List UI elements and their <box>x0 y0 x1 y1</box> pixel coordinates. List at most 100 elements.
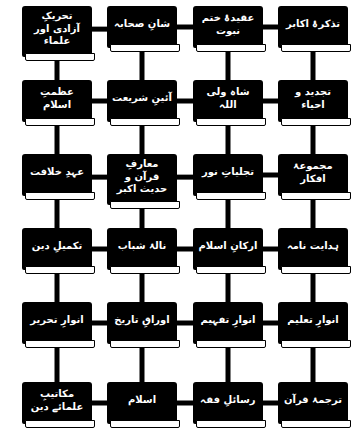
book-title: نالۂ شباب <box>118 240 166 253</box>
connector-bar <box>226 196 231 228</box>
book-pages <box>25 420 95 428</box>
connector-bar <box>226 122 231 154</box>
book-pages <box>281 340 351 348</box>
book-pages <box>281 266 351 274</box>
connector-bar <box>311 344 316 382</box>
connector-bar <box>311 122 316 154</box>
book-box: انوارِ تعلیم <box>278 302 348 344</box>
book-box: ترجمۂ قرآن <box>278 382 348 424</box>
connector-bar <box>311 48 316 80</box>
connector-bar <box>263 25 278 30</box>
connector-bar <box>226 344 231 382</box>
book-pages <box>281 118 351 126</box>
book-pages <box>196 44 266 52</box>
book-title: تکمیلِ دین <box>32 240 83 253</box>
book-pages <box>25 340 95 348</box>
connector-bar <box>263 321 278 326</box>
connector-bar <box>55 344 60 382</box>
book-box: رسائلِ فقہ <box>193 382 263 424</box>
connector-bar <box>177 401 193 406</box>
connector-bar <box>226 270 231 302</box>
connector-bar <box>92 27 107 32</box>
book-pages <box>196 118 266 126</box>
connector-bar <box>140 122 145 154</box>
book-title: انوارِ تفہیم <box>201 314 256 327</box>
book-title: مجموعۂ افکار <box>283 160 343 185</box>
book-title: مکاتیبِ علمائے دین <box>27 388 87 413</box>
connector-bar <box>263 247 278 252</box>
book-pages <box>25 192 95 200</box>
book-box: تحریکِ آزادی اور علماء <box>22 6 92 57</box>
book-box: مجموعۂ افکار <box>278 154 348 196</box>
connector-bar <box>140 344 145 382</box>
book-title: تجلیاتِ نور <box>202 166 254 179</box>
book-box: انوارِ تفہیم <box>193 302 263 344</box>
book-pages <box>110 44 180 52</box>
book-box: نالۂ شباب <box>107 228 177 270</box>
connector-bar <box>177 247 193 252</box>
book-pages <box>281 44 351 52</box>
book-box: تجدید و احیاء <box>278 80 348 122</box>
book-pages <box>110 420 180 428</box>
connector-bar <box>263 401 278 406</box>
book-pages <box>110 118 180 126</box>
book-title: اوراقِ تاریخ <box>114 314 169 327</box>
book-title: ہدایت نامہ <box>287 240 340 253</box>
connector-bar <box>140 270 145 302</box>
book-title: انوارِ تعلیم <box>287 314 339 327</box>
book-title: شانِ صحابہ <box>114 18 170 31</box>
connector-bar <box>92 321 107 326</box>
connector-bar <box>140 48 145 80</box>
book-box: شاہ ولی اللہ <box>193 80 263 122</box>
book-pages <box>25 53 95 61</box>
book-box: اوراقِ تاریخ <box>107 302 177 344</box>
book-box: انوارِ تحریر <box>22 302 92 344</box>
book-box: عظمتِ اسلام <box>22 80 92 122</box>
book-title: اسلام <box>128 394 156 407</box>
book-box: مکاتیبِ علمائے دین <box>22 382 92 424</box>
book-title: عقیدۂ ختم نبوت <box>198 12 258 37</box>
book-box: عقیدۂ ختم نبوت <box>193 6 263 48</box>
book-title: عہدِ خلافت <box>30 166 84 179</box>
connector-bar <box>55 270 60 302</box>
book-pages <box>196 266 266 274</box>
connector-bar <box>263 99 278 104</box>
connector-bar <box>55 196 60 228</box>
book-box: آئینِ شریعت <box>107 80 177 122</box>
connector-bar <box>226 48 231 80</box>
book-pages <box>110 266 180 274</box>
book-box: معارفِ قرآن و حدیث اکبر <box>107 154 177 205</box>
book-box: ہدایت نامہ <box>278 228 348 270</box>
book-pages <box>196 420 266 428</box>
connector-bar <box>177 99 193 104</box>
book-title: رسائلِ فقہ <box>200 394 255 407</box>
book-pages <box>25 266 95 274</box>
book-title: عظمتِ اسلام <box>27 86 87 111</box>
book-pages <box>196 340 266 348</box>
book-title: آئینِ شریعت <box>112 92 172 105</box>
book-title: تحریکِ آزادی اور علماء <box>27 10 87 48</box>
book-title: تجدید و احیاء <box>283 86 343 111</box>
book-box: تکمیلِ دین <box>22 228 92 270</box>
connector-bar <box>92 175 107 180</box>
book-pages <box>110 340 180 348</box>
connector-bar <box>92 247 107 252</box>
book-box: عہدِ خلافت <box>22 154 92 196</box>
book-pages <box>110 201 180 209</box>
connector-bar <box>311 270 316 302</box>
connector-bar <box>263 173 278 178</box>
book-box: شانِ صحابہ <box>107 6 177 48</box>
book-box: تذکرۂ اکابر <box>278 6 348 48</box>
book-pages <box>281 192 351 200</box>
connector-bar <box>177 321 193 326</box>
book-title: تذکرۂ اکابر <box>286 18 340 31</box>
connector-bar <box>177 25 193 30</box>
book-box: اسلام <box>107 382 177 424</box>
book-title: معارفِ قرآن و حدیث اکبر <box>112 158 172 196</box>
book-box: تجلیاتِ نور <box>193 154 263 196</box>
book-pages <box>25 118 95 126</box>
book-title: ارکانِ اسلام <box>199 240 258 253</box>
connector-bar <box>177 175 193 180</box>
